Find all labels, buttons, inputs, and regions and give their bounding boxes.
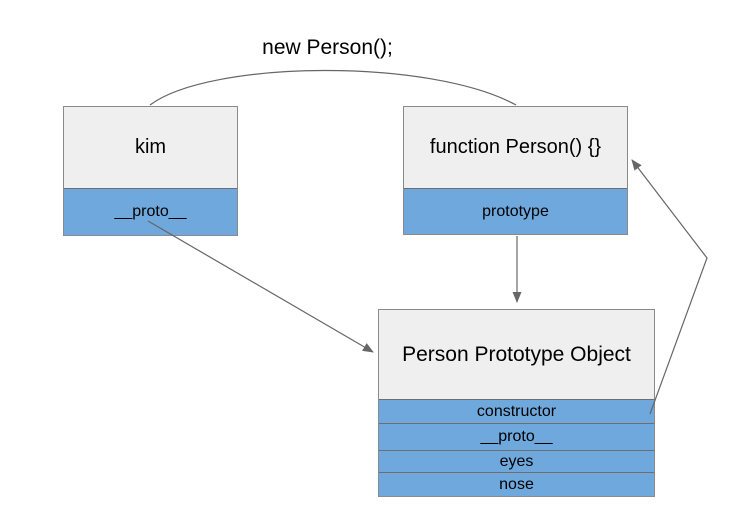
person-prototype-field: prototype — [404, 188, 627, 234]
kim-box-title: kim — [64, 107, 237, 188]
prototype-row-constructor: constructor — [379, 399, 654, 423]
kim-box-title-label: kim — [134, 136, 167, 158]
prototype-row-nose-label: nose — [499, 475, 534, 493]
prototype-row-nose: nose — [379, 472, 654, 496]
prototype-row-eyes: eyes — [379, 450, 654, 472]
new-person-annotation: new Person(); — [262, 36, 393, 59]
prototype-row-proto-label: __proto__ — [480, 428, 553, 445]
new-person-arc — [149, 69, 517, 106]
person-function-title-label: function Person() {} — [429, 136, 602, 158]
prototype-row-eyes-label: eyes — [499, 452, 534, 470]
person-function-box: function Person() {} prototype — [403, 106, 628, 235]
kim-proto-field: __proto__ — [64, 188, 237, 235]
person-function-title: function Person() {} — [404, 107, 627, 188]
person-prototype-object-title-label: Person Prototype Object — [402, 342, 631, 366]
person-prototype-object-title: Person Prototype Object — [379, 310, 654, 399]
kim-proto-link-arrow — [147, 220, 374, 353]
kim-proto-field-label: __proto__ — [114, 203, 187, 220]
kim-object-box: kim __proto__ — [63, 106, 238, 236]
person-prototype-field-label: prototype — [482, 202, 549, 220]
prototype-row-proto: __proto__ — [379, 423, 654, 450]
person-prototype-object-box: Person Prototype Object constructor __pr… — [378, 309, 655, 497]
prototype-row-constructor-label: constructor — [476, 402, 557, 420]
